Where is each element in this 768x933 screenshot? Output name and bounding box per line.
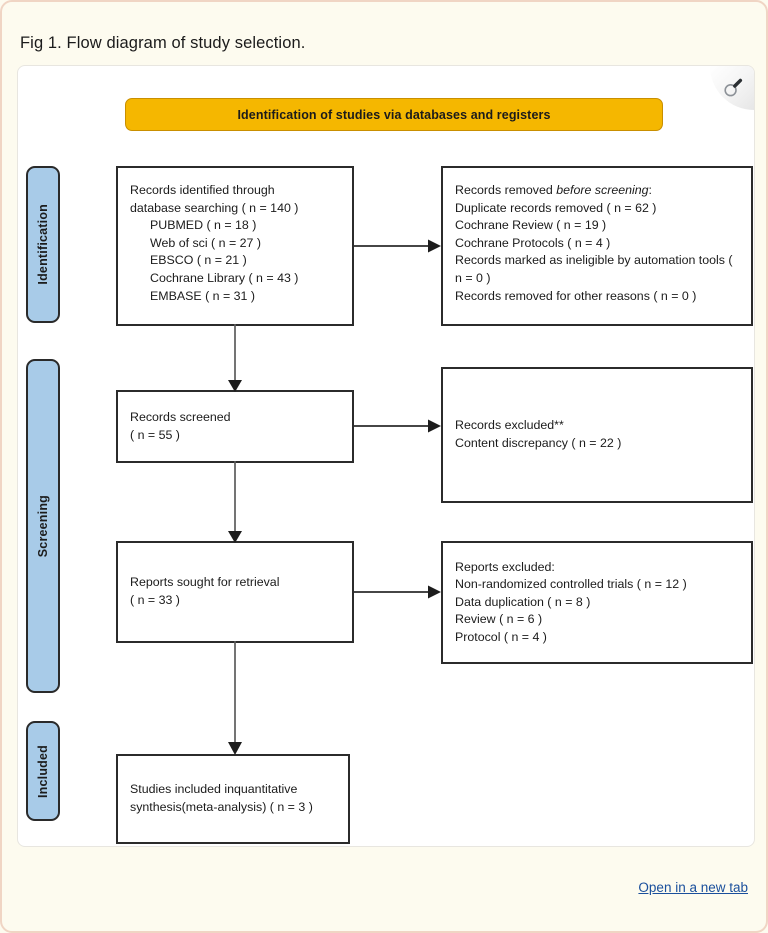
records-removed-heading-prefix: Records removed bbox=[455, 183, 557, 197]
diagram-banner-title: Identification of studies via databases … bbox=[125, 98, 663, 131]
source-cochrane-library: Cochrane Library ( n = 43 ) bbox=[150, 270, 299, 285]
box-records-removed: Records removed before screening: Duplic… bbox=[441, 166, 753, 326]
magnifier-icon[interactable] bbox=[710, 66, 754, 110]
reports-excluded-nonrandomized: Non-randomized controlled trials ( n = 1… bbox=[455, 577, 687, 592]
records-excluded-line1: Records excluded** bbox=[455, 418, 564, 433]
box-records-screened: Records screened ( n = 55 ) bbox=[116, 390, 354, 463]
reports-excluded-review: Review ( n = 6 ) bbox=[455, 612, 543, 627]
records-excluded-line2: Content discrepancy ( n = 22 ) bbox=[455, 436, 622, 450]
stage-label-included: Included bbox=[26, 721, 60, 821]
box-records-excluded: Records excluded** Content discrepancy (… bbox=[441, 367, 753, 503]
reports-excluded-data-duplication: Data duplication ( n = 8 ) bbox=[455, 594, 591, 609]
reports-excluded-protocol: Protocol ( n = 4 ) bbox=[455, 629, 547, 644]
removed-duplicates: Duplicate records removed ( n = 62 ) bbox=[455, 200, 657, 215]
arrow-reports-sought-to-included bbox=[223, 641, 247, 757]
box-records-identified: Records identified through database sear… bbox=[116, 166, 354, 326]
records-removed-heading-italic: before screening bbox=[556, 183, 649, 197]
stage-label-included-text: Included bbox=[36, 744, 50, 798]
studies-included-line1: Studies included inquantitative bbox=[130, 782, 298, 797]
studies-included-line2: synthesis(meta-analysis) ( n = 3 ) bbox=[130, 800, 313, 814]
arrow-identified-to-screened bbox=[223, 324, 247, 394]
source-embase: EMBASE ( n = 31 ) bbox=[150, 288, 256, 303]
records-removed-heading: Records removed before screening: bbox=[455, 182, 741, 200]
reports-sought-count: ( n = 33 ) bbox=[130, 593, 180, 607]
box-reports-sought-for-retrieval: Reports sought for retrieval ( n = 33 ) bbox=[116, 541, 354, 643]
stage-label-identification-text: Identification bbox=[36, 204, 50, 285]
arrow-screened-to-reports-sought bbox=[223, 461, 247, 545]
removed-automation-tools: Records marked as ineligible by automati… bbox=[455, 253, 733, 285]
source-web-of-sci: Web of sci ( n = 27 ) bbox=[150, 235, 261, 250]
prisma-flow-diagram-panel: Identification Screening Included Identi… bbox=[17, 65, 755, 847]
box-reports-excluded: Reports excluded: Non-randomized control… bbox=[441, 541, 753, 664]
arrow-reports-sought-to-reports-excluded bbox=[354, 580, 443, 604]
source-ebsco: EBSCO ( n = 21 ) bbox=[150, 253, 247, 268]
reports-sought-line1: Reports sought for retrieval bbox=[130, 575, 280, 590]
open-in-new-tab-link[interactable]: Open in a new tab bbox=[638, 880, 748, 895]
reports-excluded-heading: Reports excluded: bbox=[455, 559, 555, 574]
records-identified-line1: Records identified through bbox=[130, 183, 275, 197]
source-pubmed: PUBMED ( n = 18 ) bbox=[150, 218, 257, 233]
records-removed-heading-suffix: : bbox=[648, 183, 652, 197]
stage-label-identification: Identification bbox=[26, 166, 60, 323]
records-screened-line1: Records screened bbox=[130, 409, 231, 424]
records-identified-line2: database searching ( n = 140 ) bbox=[130, 200, 299, 215]
stage-label-screening-text: Screening bbox=[36, 494, 50, 558]
removed-cochrane-protocols: Cochrane Protocols ( n = 4 ) bbox=[455, 235, 611, 250]
removed-other-reasons: Records removed for other reasons ( n = … bbox=[455, 288, 697, 303]
arrow-identified-to-removed bbox=[354, 234, 443, 258]
removed-cochrane-review: Cochrane Review ( n = 19 ) bbox=[455, 218, 607, 233]
stage-label-screening: Screening bbox=[26, 359, 60, 693]
arrow-screened-to-excluded bbox=[354, 414, 443, 438]
records-screened-count: ( n = 55 ) bbox=[130, 427, 180, 442]
box-studies-included: Studies included inquantitative synthesi… bbox=[116, 754, 350, 844]
figure-caption: Fig 1. Flow diagram of study selection. bbox=[20, 34, 306, 52]
